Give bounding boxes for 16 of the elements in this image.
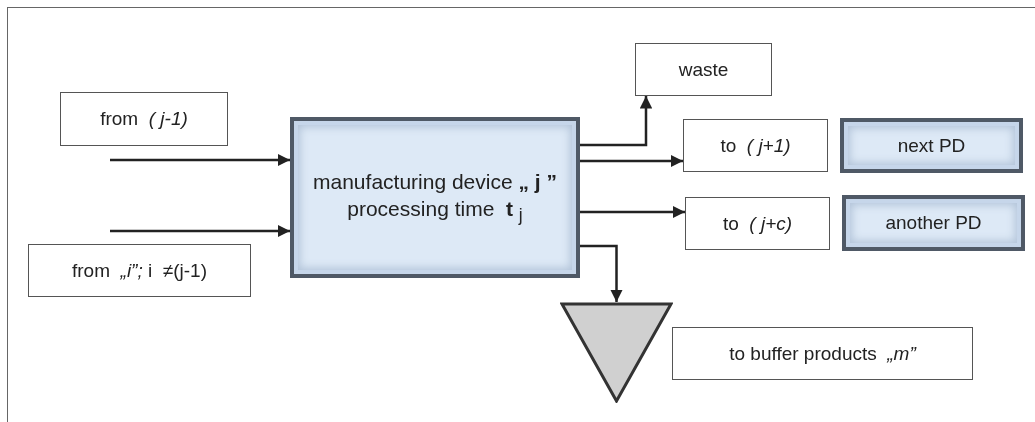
text-box: from ( j-1) <box>60 92 228 146</box>
text-box: to buffer products „m” <box>672 327 973 380</box>
buffer-triangle <box>560 302 673 403</box>
arrow <box>110 153 290 167</box>
arrow <box>580 205 685 219</box>
text-box: from „i”; i ≠(j-1) <box>28 244 251 297</box>
process-box: manufacturing device „ j ” processing time t $_{j}$ <box>290 117 580 278</box>
arrow <box>580 244 623 302</box>
text-box: to ( j+1) <box>683 119 828 172</box>
text-box: waste <box>635 43 772 96</box>
process-box: another PD <box>842 195 1025 251</box>
arrow <box>110 224 290 238</box>
text-box: to ( j+c) <box>685 197 830 250</box>
arrow <box>580 96 653 147</box>
arrow <box>580 154 683 168</box>
process-box: next PD <box>840 118 1023 173</box>
